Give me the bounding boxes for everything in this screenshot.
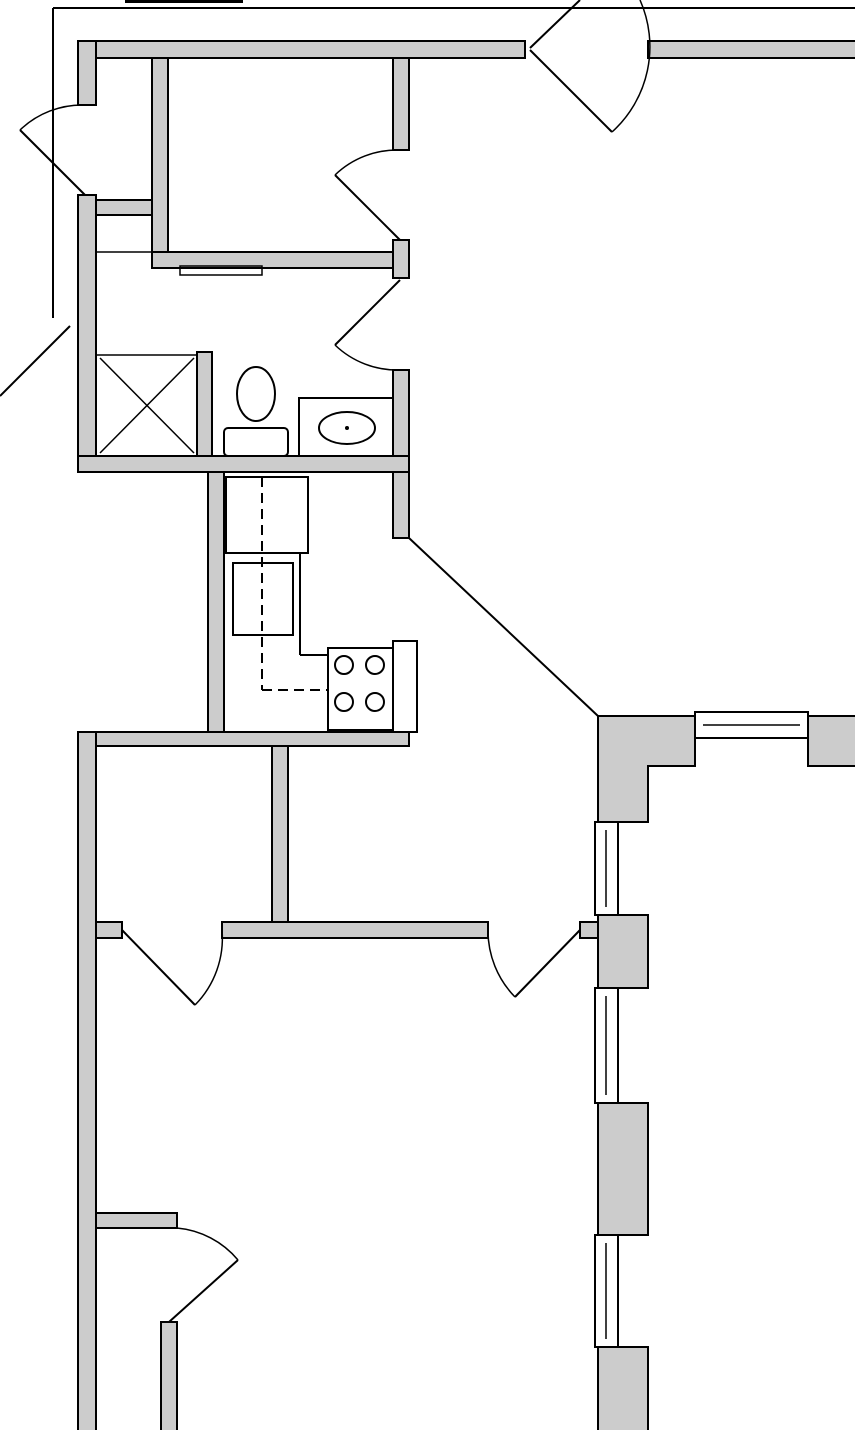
window [694, 711, 809, 739]
doors [0, 0, 651, 1323]
door-closet-bottom [168, 1227, 239, 1323]
stove [327, 640, 418, 733]
door-entry-top [529, 0, 651, 133]
door-left-top [19, 104, 86, 196]
door-closet-top [334, 149, 401, 241]
fixtures [95, 251, 418, 733]
window [594, 821, 619, 916]
kitchen-counter [225, 476, 328, 691]
window [594, 1234, 619, 1348]
windows [594, 711, 809, 1348]
window [594, 987, 619, 1104]
door-bathroom [334, 279, 401, 371]
sink [298, 397, 394, 457]
door-closet-lower [121, 929, 224, 1006]
shower [95, 354, 198, 457]
door-bedroom [487, 929, 581, 998]
toilet [223, 366, 289, 457]
walls [77, 40, 855, 1430]
door-left-outer [0, 325, 71, 397]
